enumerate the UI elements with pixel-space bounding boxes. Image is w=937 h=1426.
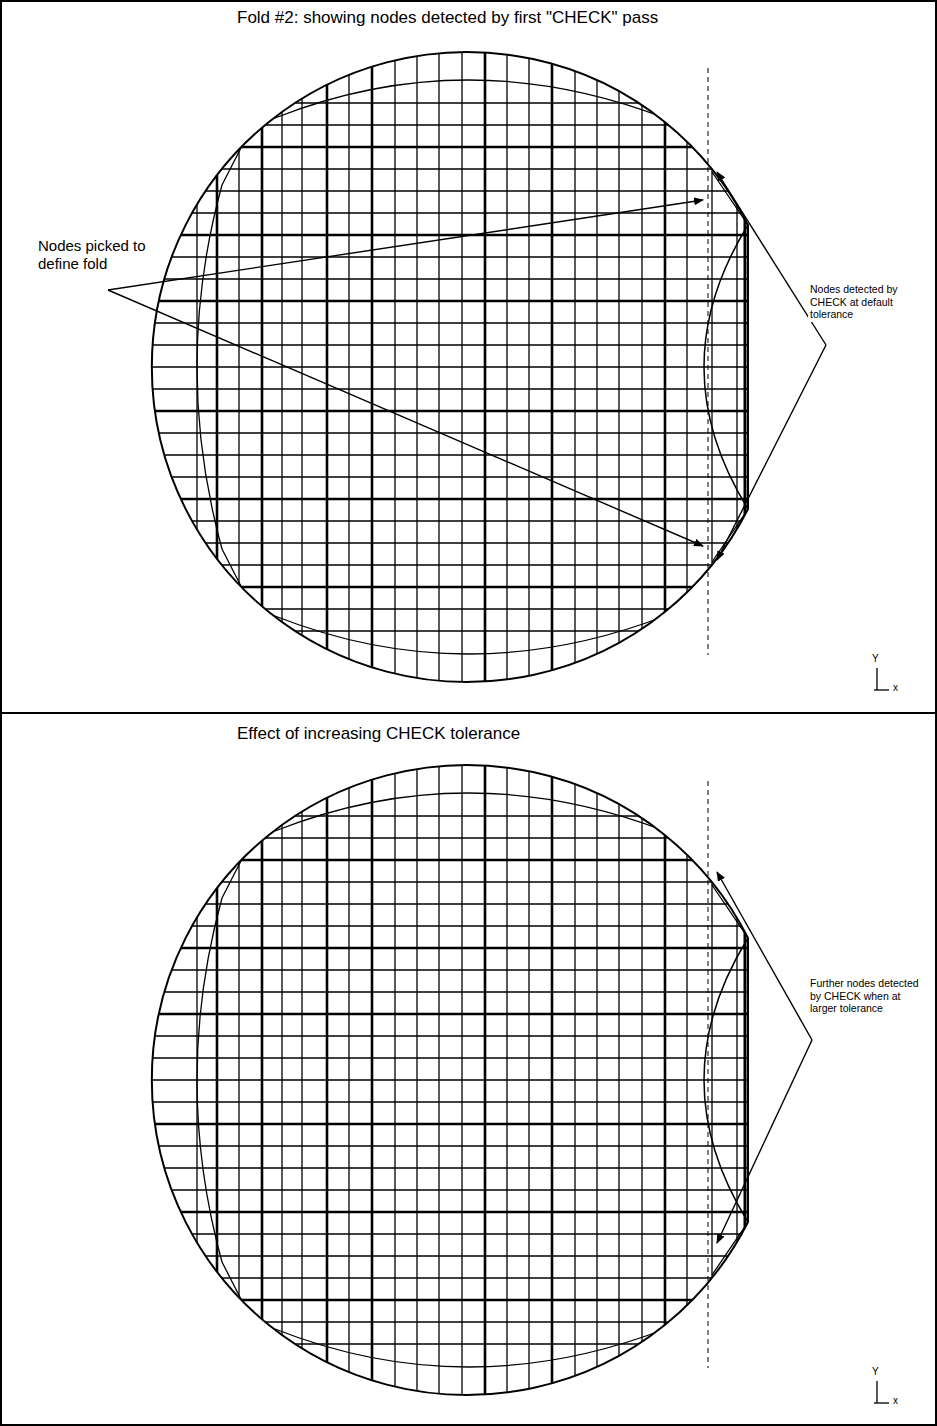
callout-label: Nodes detected by CHECK at default toler…	[808, 282, 928, 322]
axis-label: x	[893, 682, 898, 694]
axis-label: x	[893, 1395, 898, 1407]
panel-title: Effect of increasing CHECK tolerance	[237, 724, 520, 744]
callout-label: Further nodes detected by CHECK when at …	[808, 976, 928, 1016]
leader-lines	[108, 172, 826, 1243]
callout-label: Nodes picked to define fold	[36, 236, 162, 274]
axis-label: Y	[872, 1366, 879, 1378]
axis-label: Y	[872, 653, 879, 665]
panel-title: Fold #2: showing nodes detected by first…	[237, 8, 658, 28]
